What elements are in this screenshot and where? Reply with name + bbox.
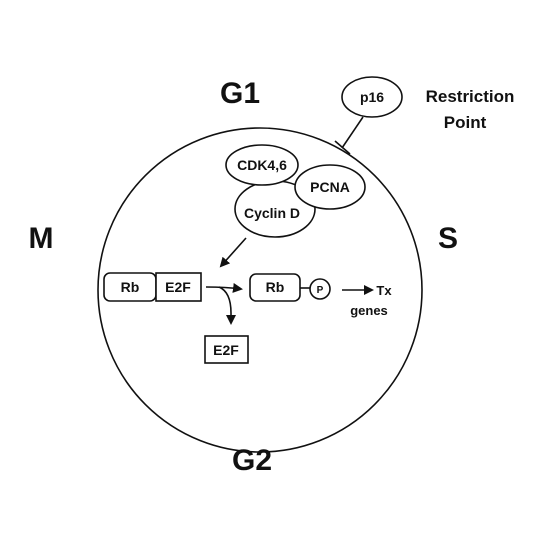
genes-label: genes: [350, 303, 388, 318]
restriction-point-label: Point: [444, 113, 487, 132]
pcna-label: PCNA: [310, 179, 350, 195]
release-arrow: [205, 282, 243, 293]
pcna-node: [294, 164, 366, 210]
e2f-bound-label: E2F: [165, 279, 191, 295]
restriction-label: Restriction: [426, 87, 515, 106]
phase-g1-label: G1: [220, 77, 260, 110]
free-e2f-label: E2F: [213, 342, 239, 358]
cdk46-label: CDK4,6: [237, 157, 287, 173]
phosphate-label: P: [317, 285, 324, 296]
phase-s-label: S: [438, 222, 458, 255]
e2f-bound-box: [155, 272, 202, 302]
p16-label: p16: [360, 89, 384, 105]
phosphate-node: [309, 278, 331, 300]
inhibition-line: [341, 116, 364, 149]
cyclin-d-label: Cyclin D: [244, 205, 300, 221]
phase-g2-label: G2: [232, 444, 272, 477]
complex-arrow: [219, 237, 247, 268]
rb-phos-label: Rb: [266, 279, 285, 295]
rb-label: Rb: [121, 279, 140, 295]
cdk46-node: [225, 144, 299, 186]
inhibition-bar: [334, 140, 351, 155]
free-e2f-box: [204, 335, 249, 364]
phase-m-label: M: [29, 222, 54, 255]
p16-node: [341, 76, 403, 118]
free-e2f-arrow: [218, 286, 236, 325]
tx-label: Tx: [376, 283, 392, 298]
